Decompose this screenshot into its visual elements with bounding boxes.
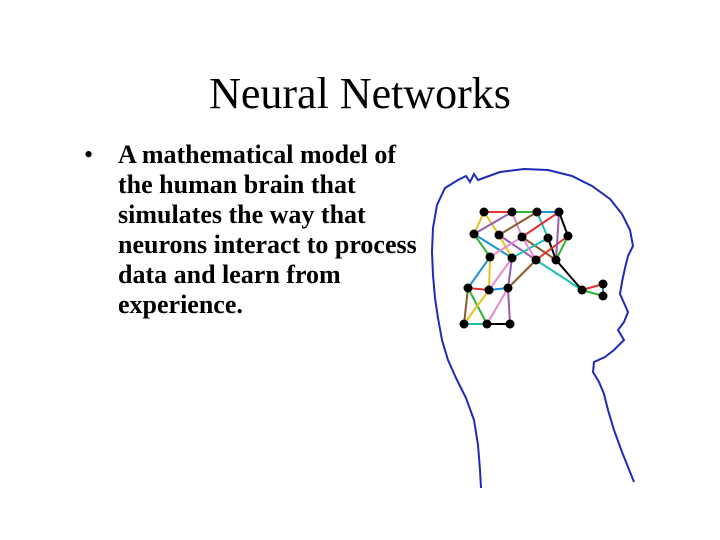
network-node bbox=[598, 291, 608, 301]
network-node bbox=[532, 207, 542, 217]
network-node bbox=[563, 231, 573, 241]
network-node bbox=[505, 319, 515, 329]
network-node bbox=[598, 279, 608, 289]
network-node bbox=[551, 255, 561, 265]
network-link bbox=[473, 211, 513, 235]
network-node bbox=[517, 232, 527, 242]
network-link bbox=[535, 235, 569, 261]
network-node bbox=[507, 207, 517, 217]
network-node bbox=[507, 253, 517, 263]
network-node bbox=[543, 233, 553, 243]
network-link bbox=[498, 211, 538, 236]
network-node bbox=[494, 230, 504, 240]
network-node bbox=[531, 255, 541, 265]
network-node bbox=[479, 207, 489, 217]
network-link bbox=[555, 211, 560, 261]
network-link bbox=[511, 237, 549, 259]
network-link bbox=[488, 256, 491, 291]
network-link bbox=[507, 259, 537, 289]
bullet-list: • A mathematical model of the human brai… bbox=[80, 140, 420, 320]
network-link bbox=[463, 287, 469, 325]
network-link bbox=[521, 211, 560, 238]
bullet-item: • A mathematical model of the human brai… bbox=[80, 140, 420, 320]
network-link bbox=[467, 256, 491, 289]
network-node bbox=[577, 285, 587, 295]
network-node bbox=[469, 229, 479, 239]
network-node bbox=[485, 252, 495, 262]
bullet-text: A mathematical model of the human brain … bbox=[118, 140, 417, 319]
network-node bbox=[554, 207, 564, 217]
network-link bbox=[473, 233, 513, 259]
network-link bbox=[488, 257, 513, 291]
network-node bbox=[463, 283, 473, 293]
network-node bbox=[503, 283, 513, 293]
network-node bbox=[459, 319, 469, 329]
network-link bbox=[498, 234, 537, 261]
network-link bbox=[535, 259, 583, 291]
network-node bbox=[484, 285, 494, 295]
network-node bbox=[482, 319, 492, 329]
network-link bbox=[555, 259, 583, 291]
network-link bbox=[536, 211, 549, 239]
neural-network-nodes bbox=[459, 207, 608, 329]
network-link bbox=[489, 236, 523, 258]
neural-network-links bbox=[463, 211, 604, 325]
network-link bbox=[521, 236, 557, 261]
head-with-neural-network-icon bbox=[430, 167, 635, 489]
network-link bbox=[473, 233, 491, 258]
network-link bbox=[486, 287, 509, 325]
head-outline bbox=[430, 167, 635, 489]
slide-title: Neural Networks bbox=[209, 69, 511, 118]
network-link bbox=[463, 289, 490, 325]
network-link bbox=[507, 287, 511, 325]
network-link bbox=[507, 257, 513, 289]
bullet-symbol: • bbox=[84, 140, 94, 169]
